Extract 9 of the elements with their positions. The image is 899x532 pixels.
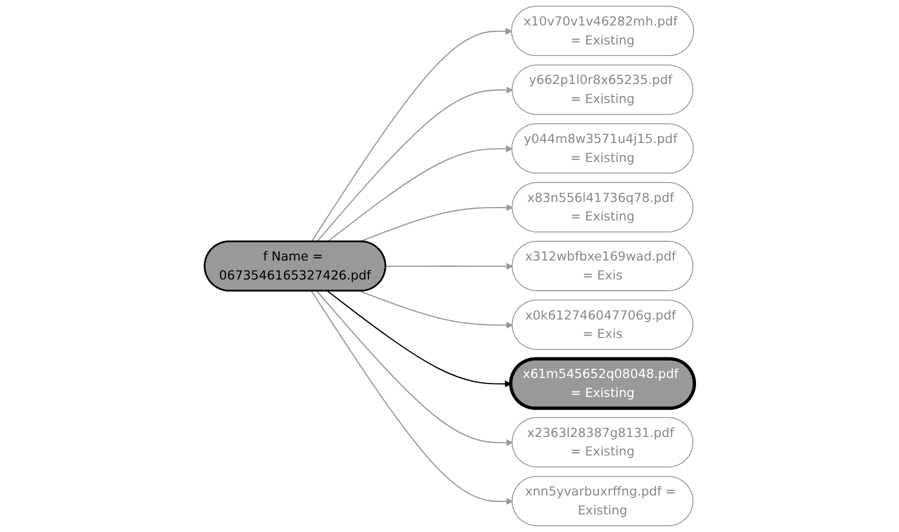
arrow: [310, 290, 513, 505]
arrow: [310, 28, 512, 242]
arrow: [386, 262, 513, 270]
arrow: [359, 290, 513, 329]
arrow: [316, 86, 513, 242]
arrow: [316, 290, 513, 446]
arrow: [327, 290, 512, 388]
arrow: [359, 204, 513, 242]
arrow: [327, 145, 513, 242]
